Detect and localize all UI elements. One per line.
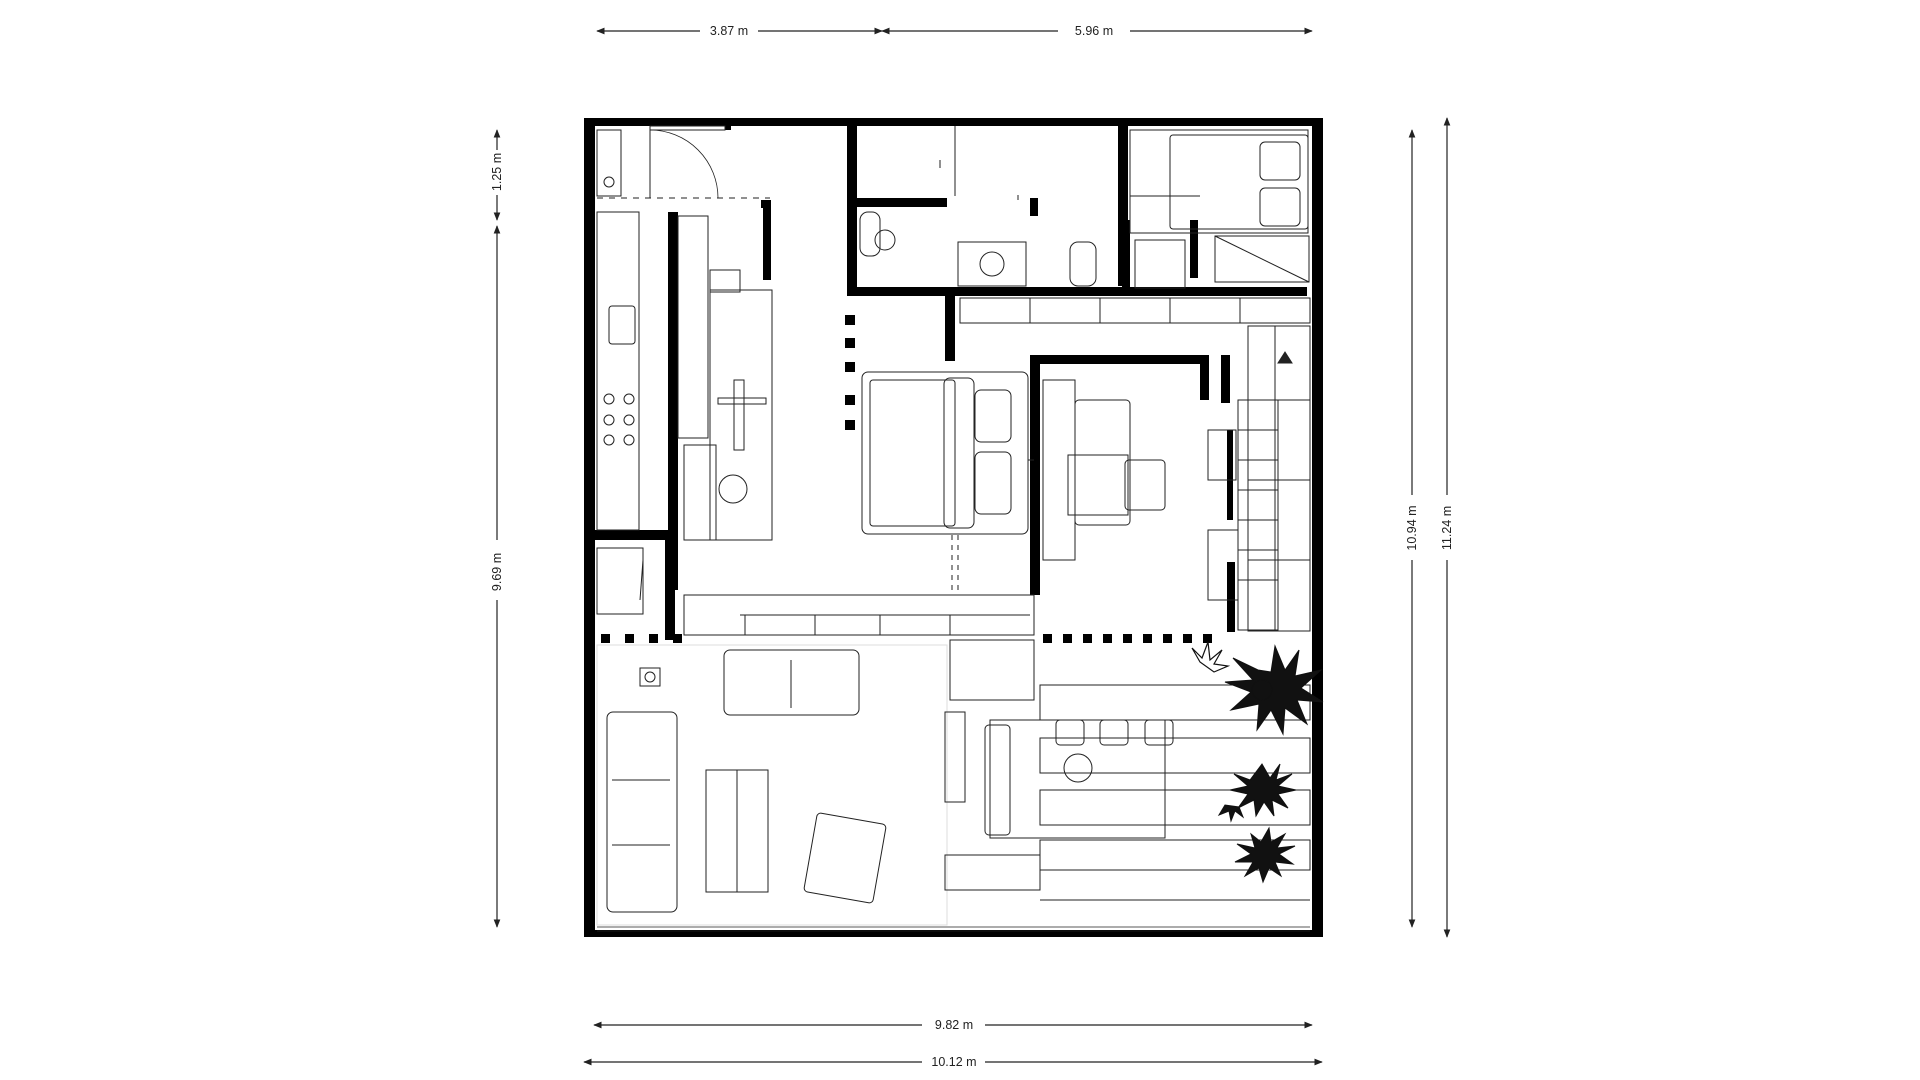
dim-top-right: 5.96 m — [1075, 24, 1113, 38]
outer-walls — [584, 118, 1323, 937]
plant-small-top — [1191, 641, 1231, 673]
dim-bottom-inner: 9.82 m — [935, 1018, 973, 1032]
plant-large — [1224, 644, 1324, 736]
dim-right-outer: 11.24 m — [1440, 506, 1454, 550]
fixtures — [596, 125, 1311, 926]
plant-mid — [1217, 763, 1297, 823]
bottom-glazing — [597, 926, 1310, 932]
dimension-lines — [493, 27, 1451, 1066]
dim-bottom-outer: 10.12 m — [931, 1055, 976, 1069]
dim-top-left: 3.87 m — [710, 24, 748, 38]
plant-bottom — [1234, 826, 1296, 884]
dim-left-top: 1.25 m — [490, 153, 504, 191]
dim-left-main: 9.69 m — [490, 553, 504, 591]
dimension-labels: 3.87 m 5.96 m 1.25 m 9.69 m 10.94 m 11.2… — [490, 24, 1454, 1069]
interior-walls — [595, 118, 1307, 640]
dashed-openings — [601, 315, 1212, 643]
dim-right-inner: 10.94 m — [1405, 505, 1419, 550]
plants — [1191, 641, 1324, 884]
